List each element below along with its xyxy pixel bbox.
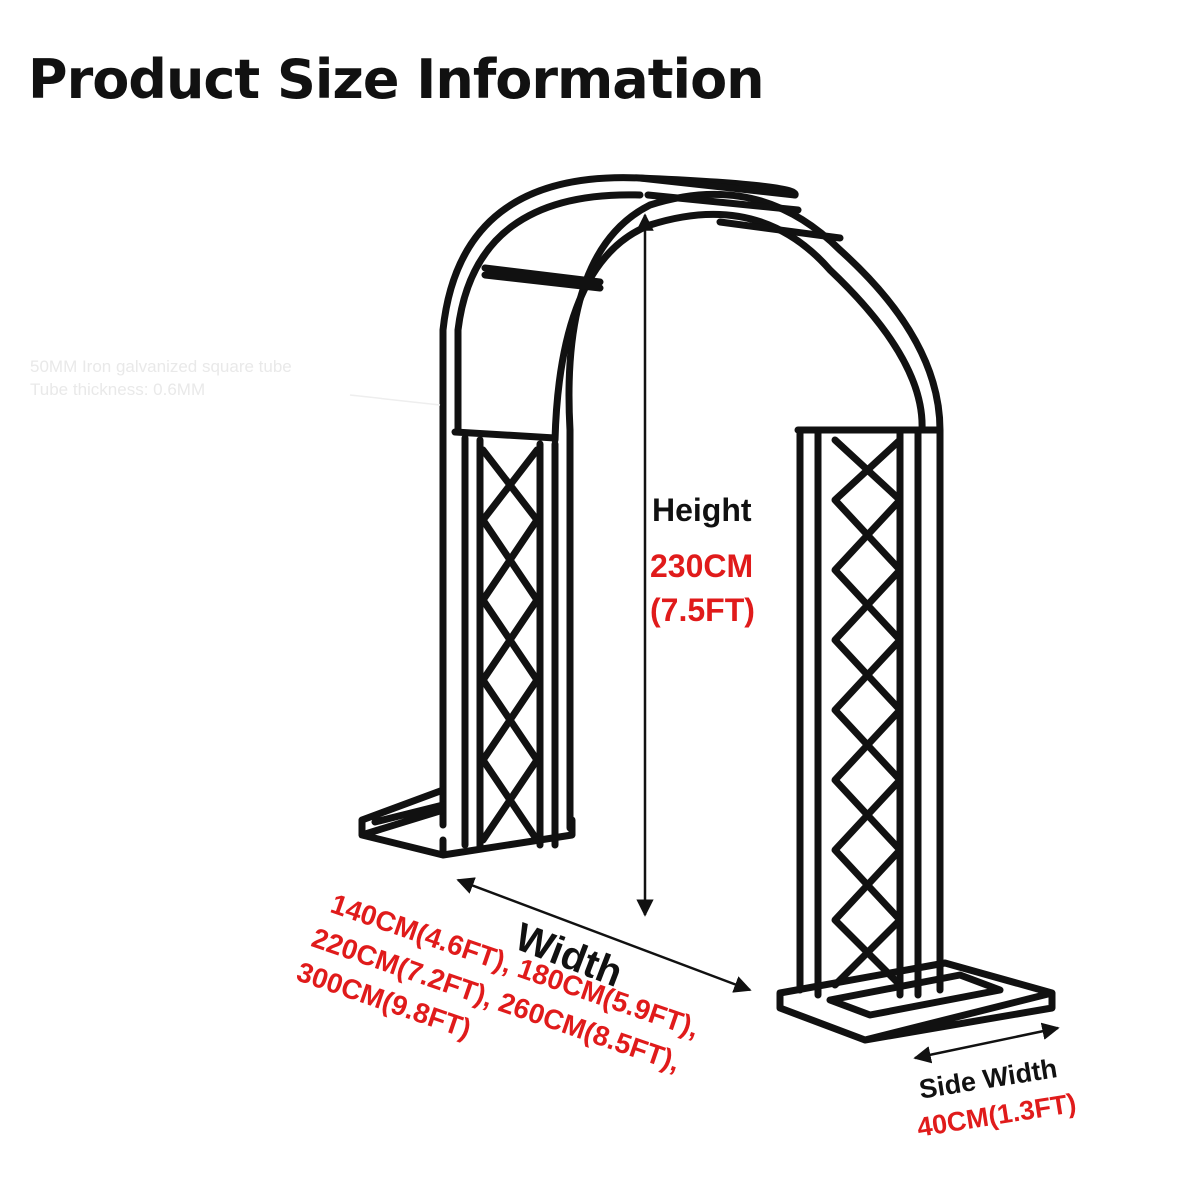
left-base — [358, 786, 576, 859]
right-column — [794, 426, 942, 999]
width-arrow — [456, 877, 752, 993]
arch-frame — [358, 174, 1056, 1044]
height-label: Height — [652, 492, 752, 528]
side-width-arrow — [913, 1022, 1060, 1064]
page-title: Product Size Information — [28, 48, 765, 111]
cross-bar-left — [481, 264, 604, 292]
right-base — [776, 959, 1056, 1044]
back-arch-inner — [454, 191, 644, 436]
back-arch — [439, 174, 799, 829]
left-lattice — [479, 446, 541, 844]
right-lattice — [831, 436, 904, 989]
height-value-cm: 230CM — [650, 548, 754, 584]
faint-material-note-1: 50MM Iron galvanized square tube — [30, 357, 292, 376]
faint-leader-line — [349, 394, 441, 406]
left-column — [451, 428, 559, 852]
top-bar — [636, 174, 802, 214]
cross-bar-right — [716, 218, 844, 242]
height-value-ft: (7.5FT) — [650, 592, 755, 628]
front-arch-inner — [551, 210, 926, 444]
faint-material-note-2: Tube thickness: 0.6MM — [30, 380, 206, 399]
